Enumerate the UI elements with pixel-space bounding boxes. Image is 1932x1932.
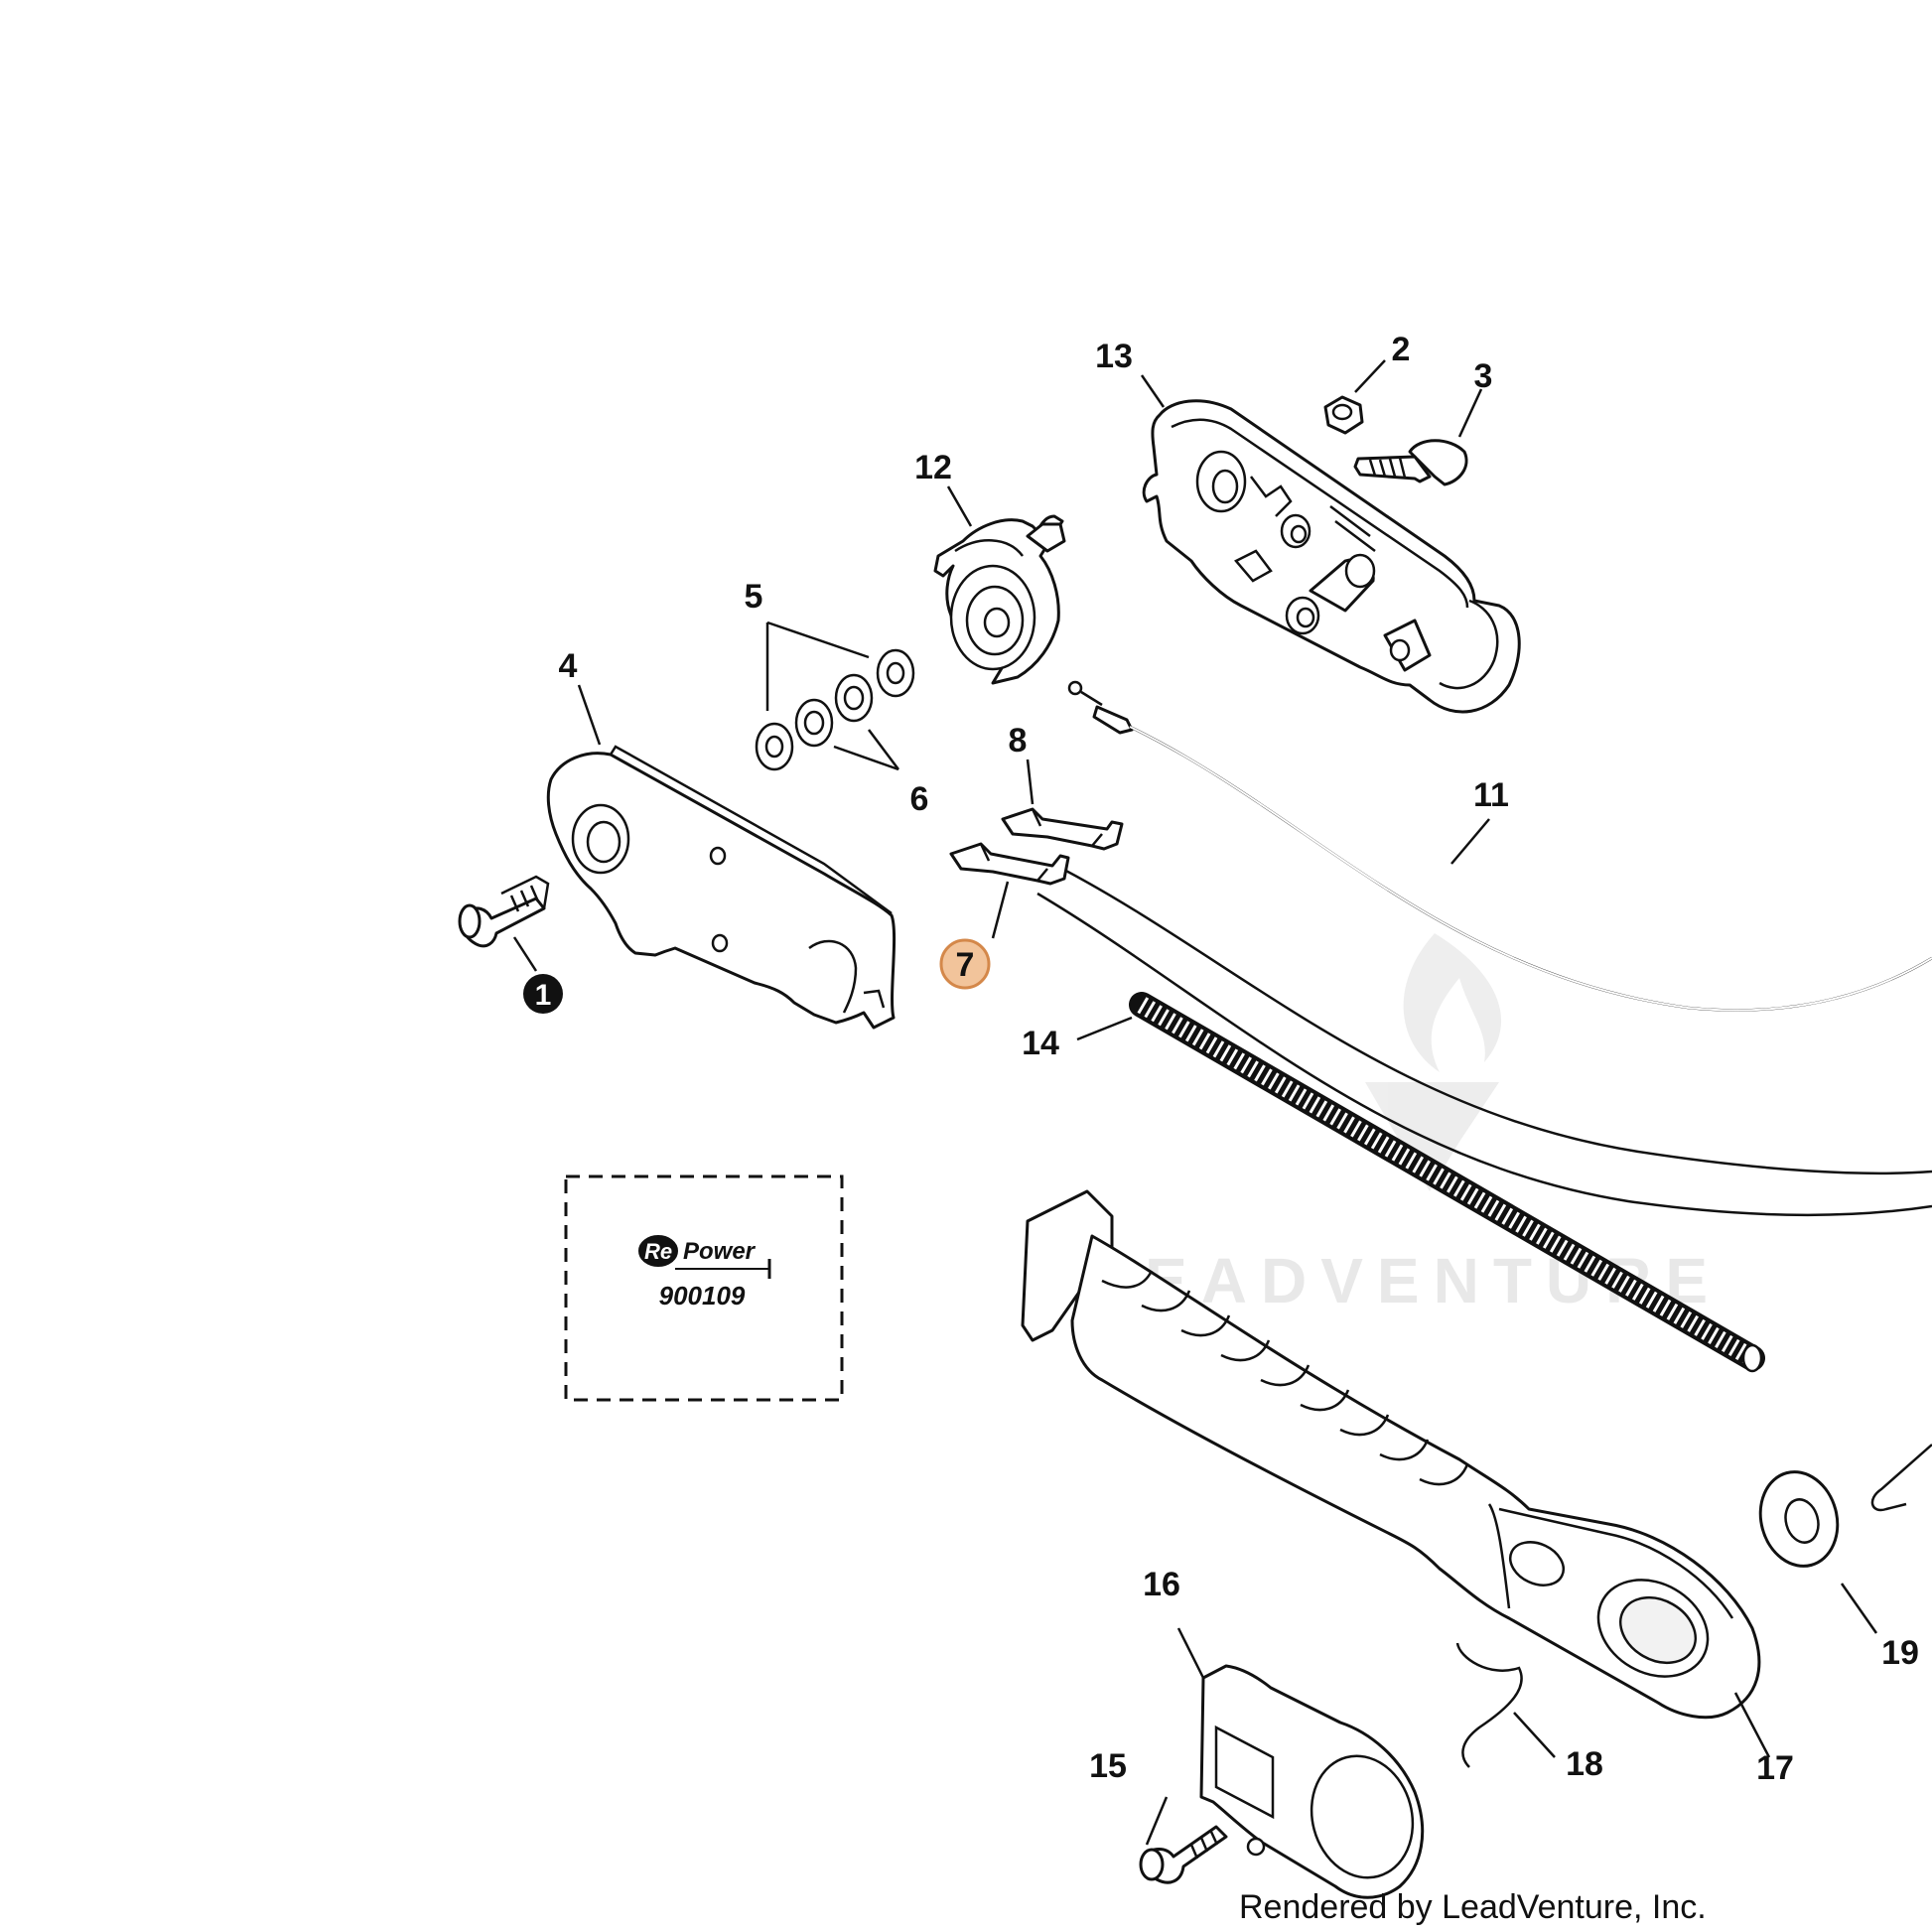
callout-7[interactable]: 7 — [956, 946, 975, 984]
handle-cap-16[interactable] — [1199, 1664, 1426, 1899]
screw-15[interactable] — [1139, 1825, 1228, 1884]
callout-7-highlight — [939, 938, 991, 990]
screw-1[interactable] — [458, 875, 550, 948]
repower-kit-box[interactable]: Re Power 900109 — [564, 1174, 844, 1402]
callout-19[interactable]: 19 — [1881, 1634, 1919, 1672]
repower-logo: Re Power — [638, 1235, 771, 1279]
pulley-12[interactable] — [933, 514, 1066, 685]
callout-16[interactable]: 16 — [1143, 1566, 1180, 1603]
callout-4[interactable]: 4 — [559, 647, 578, 685]
clip-18[interactable] — [1455, 1642, 1523, 1768]
callout-2[interactable]: 2 — [1392, 331, 1411, 368]
washers-5-6[interactable] — [755, 648, 915, 771]
callout-1-circle — [523, 974, 563, 1014]
leader-lines — [512, 359, 1878, 1846]
callout-3[interactable]: 3 — [1474, 357, 1493, 395]
brand-name: Power — [683, 1238, 757, 1265]
callout-8[interactable]: 8 — [1009, 722, 1028, 759]
switch-plate-7[interactable] — [949, 842, 1070, 886]
handle-grip-17[interactable] — [1021, 1189, 1761, 1720]
callout-12[interactable]: 12 — [914, 449, 952, 486]
brand-prefix: Re — [644, 1239, 672, 1264]
housing-half-13[interactable] — [1142, 399, 1521, 714]
callout-14[interactable]: 14 — [1022, 1025, 1059, 1062]
callout-1[interactable]: 1 — [535, 979, 552, 1012]
render-credit: Rendered by LeadVenture, Inc. — [1239, 1888, 1707, 1926]
nut-2[interactable] — [1323, 395, 1364, 435]
cable-11[interactable] — [1067, 680, 1932, 1012]
handle-half-4[interactable] — [546, 745, 897, 1030]
spring-rod-14[interactable] — [1129, 992, 1765, 1373]
washer-19[interactable] — [1750, 1463, 1848, 1575]
callout-15[interactable]: 15 — [1089, 1747, 1127, 1785]
callout-13[interactable]: 13 — [1095, 338, 1133, 375]
cable-7[interactable] — [1036, 867, 1932, 1216]
wire-hook[interactable] — [1870, 1444, 1932, 1512]
callout-6[interactable]: 6 — [910, 780, 929, 818]
callout-11[interactable]: 11 — [1473, 776, 1509, 814]
callouts: 13 2 3 12 5 4 6 8 11 7 14 1 16 15 18 17 … — [523, 331, 1919, 1787]
callout-5[interactable]: 5 — [745, 578, 763, 616]
screw-3[interactable] — [1353, 439, 1468, 486]
callout-17[interactable]: 17 — [1756, 1749, 1794, 1787]
callout-18[interactable]: 18 — [1566, 1745, 1603, 1783]
switch-plate-8[interactable] — [1001, 807, 1124, 851]
kit-part-number: 900109 — [659, 1281, 746, 1311]
